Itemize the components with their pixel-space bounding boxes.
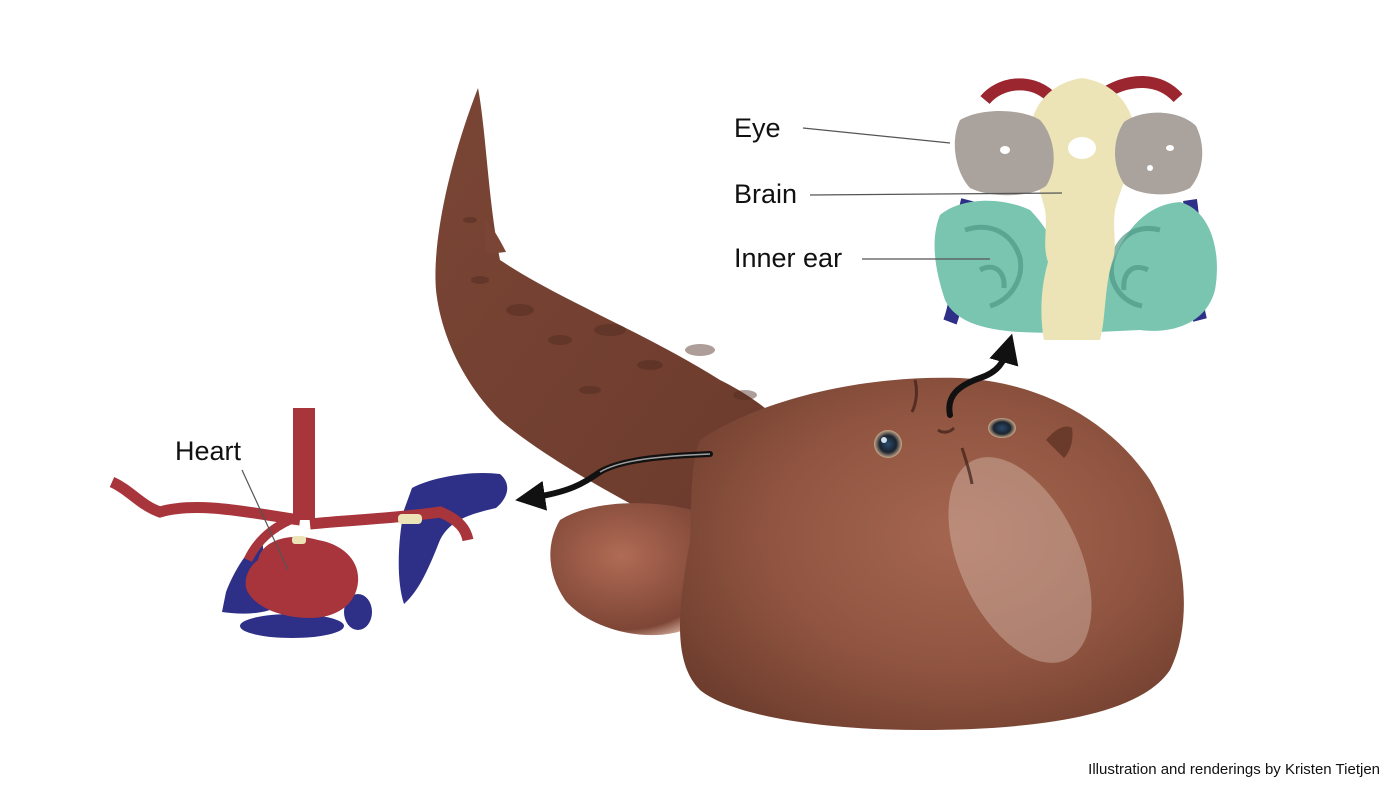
fish-pale-patch [948, 457, 1092, 663]
blue-organ-small [344, 594, 372, 630]
heart-organ [245, 536, 359, 618]
fish-left-eye-highlight [881, 437, 887, 443]
eye-organ-right [1115, 112, 1203, 195]
heart-pale-bits [292, 514, 422, 544]
heart-rendering [109, 408, 508, 638]
eye-organ-holes [1000, 145, 1174, 171]
fish-dorsal-fin [484, 218, 506, 254]
brain-opening [1068, 137, 1096, 159]
eye-leader-line [802, 127, 951, 144]
fish-head-markings [910, 379, 974, 485]
blue-organ-bottom [240, 614, 344, 638]
arrow-to-organs-icon [946, 333, 1019, 418]
fish-right-eye [988, 418, 1016, 438]
fish-head-horn [1046, 426, 1073, 458]
brain-organ [1029, 78, 1136, 340]
label-eye: Eye [734, 113, 781, 143]
artery-branch-down [243, 515, 292, 563]
head-organs-rendering [934, 76, 1217, 340]
credit-text: Illustration and renderings by Kristen T… [1088, 761, 1380, 778]
artery-right [309, 506, 474, 542]
top-vessel-left [980, 78, 1055, 105]
fish-illustration [435, 88, 1184, 730]
fish-left-eye [874, 430, 902, 458]
label-inner-ear: Inner ear [734, 243, 843, 273]
fish-head [680, 377, 1184, 730]
label-heart: Heart [175, 436, 242, 466]
fish-skin-spots [463, 217, 757, 400]
label-brain: Brain [734, 179, 798, 209]
brain-leader-line [809, 192, 1063, 196]
arrow-to-heart-outline [599, 453, 711, 473]
blue-organ-right [398, 472, 508, 604]
heart-leader-line [241, 469, 289, 571]
artery-left [109, 476, 301, 526]
